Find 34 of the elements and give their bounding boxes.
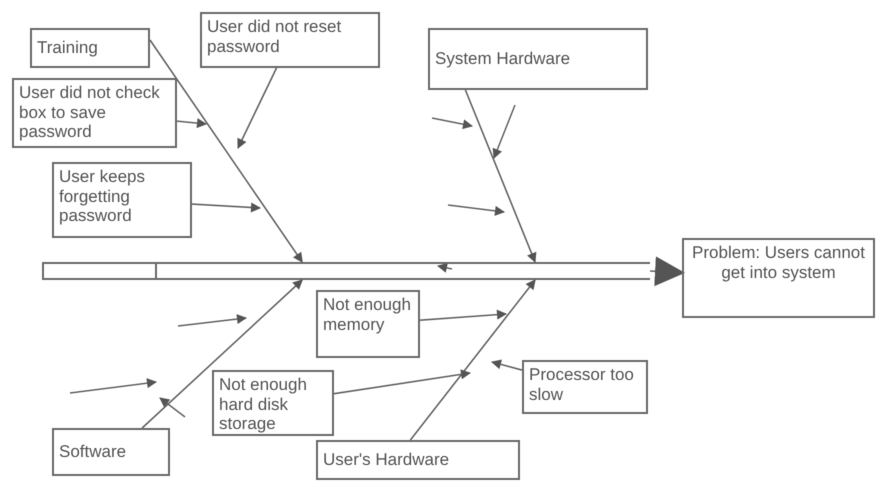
spine-arrow: [650, 256, 685, 286]
arrow: [491, 360, 522, 371]
cause-text: Not enough hard disk storage: [219, 375, 308, 434]
spine-bar: [42, 262, 650, 280]
cause-box: [52, 162, 192, 238]
cause-text: User did not check box to save password: [19, 83, 161, 142]
cause-text: User keeps forgetting password: [59, 167, 146, 226]
cause-box: [52, 428, 170, 476]
cause-text: Software: [59, 442, 126, 462]
bone-line: [464, 90, 536, 263]
cause-text: Processor too slow: [529, 365, 635, 404]
arrow: [237, 68, 278, 149]
bone-line: [410, 279, 536, 440]
cause-box: [30, 28, 150, 68]
cause-text: User's Hardware: [323, 450, 450, 470]
bone-line: [149, 40, 303, 263]
cause-box: [316, 440, 520, 480]
cause-text: User did not reset password: [207, 17, 342, 56]
arrow: [420, 310, 507, 322]
cause-text: Training: [37, 38, 98, 58]
arrow: [192, 202, 261, 212]
arrow: [334, 369, 471, 394]
arrow: [176, 118, 207, 128]
problem-box: [682, 238, 875, 318]
cause-box: [316, 290, 420, 358]
cause-text: Problem: Users cannot get into system: [691, 243, 866, 282]
cause-box: [200, 12, 380, 68]
cause-box: [428, 28, 648, 90]
cause-text: Not enough memory: [323, 295, 412, 334]
cause-text: System Hardware: [435, 49, 570, 69]
bone-line: [142, 279, 303, 429]
cause-box: [12, 78, 177, 148]
cause-box: [212, 370, 334, 436]
cause-box: [522, 360, 648, 414]
